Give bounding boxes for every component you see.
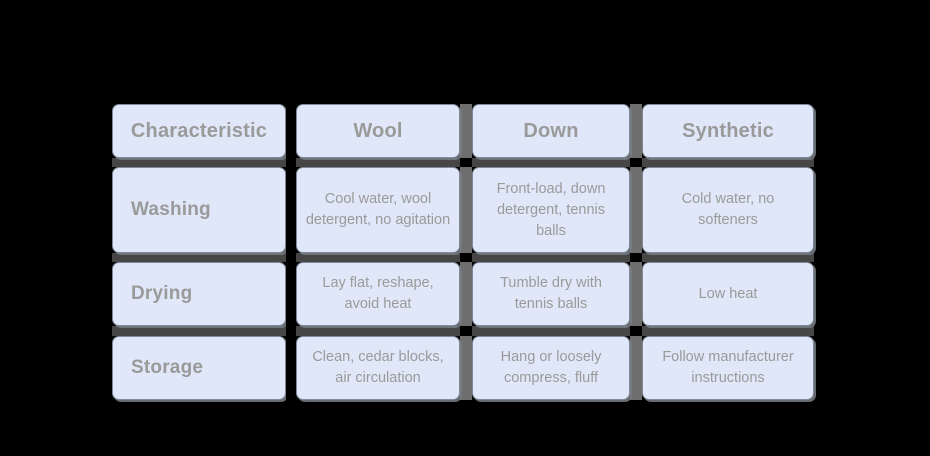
row-separator-2b	[296, 253, 460, 262]
cell-washing-down: Front-load, down detergent, tennis balls	[472, 167, 630, 253]
cell-drying-wool: Lay flat, reshape, avoid heat	[296, 262, 460, 326]
row-label-storage: Storage	[112, 336, 286, 400]
grid-joint-1a	[286, 158, 296, 167]
comparison-table: Characteristic Wool Down Synthetic Washi…	[112, 104, 818, 400]
row-separator-2c	[472, 253, 630, 262]
column-separator-3	[630, 104, 642, 158]
row-separator-1a	[112, 158, 286, 167]
cell-storage-wool: Clean, cedar blocks, air circulation	[296, 336, 460, 400]
row-separator-3d	[642, 326, 814, 336]
cell-text: Follow manufacturer instructions	[662, 349, 794, 386]
row-separator-2a	[112, 253, 286, 262]
cell-washing-wool: Cool water, wool detergent, no agitation	[296, 167, 460, 253]
column-separator-3	[630, 167, 642, 253]
cell-text: Cool water, wool detergent, no agitation	[305, 191, 451, 228]
column-separator-2	[460, 336, 472, 400]
table-header-synthetic: Synthetic	[642, 104, 814, 158]
grid-joint-3a	[286, 326, 296, 336]
cell-storage-down: Hang or loosely compress, fluff	[472, 336, 630, 400]
cell-drying-down: Tumble dry with tennis balls	[472, 262, 630, 326]
column-separator-2	[460, 262, 472, 326]
grid-joint-3c	[630, 326, 642, 336]
column-separator-3	[630, 262, 642, 326]
cell-text: Low heat	[698, 285, 758, 302]
grid-joint-1c	[630, 158, 642, 167]
column-separator-3	[630, 336, 642, 400]
cell-text: Hang or loosely compress, fluff	[500, 349, 602, 386]
grid-joint-2c	[630, 253, 642, 262]
cell-text: Front-load, down detergent, tennis balls	[496, 180, 606, 239]
cell-storage-synthetic: Follow manufacturer instructions	[642, 336, 814, 400]
row-label-drying: Drying	[112, 262, 286, 326]
row-separator-3c	[472, 326, 630, 336]
cell-text: Clean, cedar blocks, air circulation	[312, 349, 444, 386]
row-label-washing: Washing	[112, 167, 286, 253]
grid-joint-3b	[460, 326, 472, 336]
grid-joint-2b	[460, 253, 472, 262]
row-separator-3b	[296, 326, 460, 336]
table-grid: Characteristic Wool Down Synthetic Washi…	[112, 104, 818, 400]
row-separator-2d	[642, 253, 814, 262]
row-separator-1d	[642, 158, 814, 167]
table-header-down: Down	[472, 104, 630, 158]
cell-text: Cold water, no softeners	[681, 191, 775, 228]
grid-joint-2a	[286, 253, 296, 262]
column-separator-1	[286, 104, 296, 158]
cell-text: Tumble dry with tennis balls	[500, 275, 602, 312]
column-separator-2	[460, 104, 472, 158]
table-header-characteristic: Characteristic	[112, 104, 286, 158]
cell-drying-synthetic: Low heat	[642, 262, 814, 326]
column-separator-2	[460, 167, 472, 253]
column-separator-1	[286, 336, 296, 400]
cell-washing-synthetic: Cold water, no softeners	[642, 167, 814, 253]
row-separator-3a	[112, 326, 286, 336]
column-separator-1	[286, 167, 296, 253]
row-separator-1b	[296, 158, 460, 167]
grid-joint-1b	[460, 158, 472, 167]
table-header-wool: Wool	[296, 104, 460, 158]
cell-text: Lay flat, reshape, avoid heat	[322, 275, 434, 312]
column-separator-1	[286, 262, 296, 326]
row-separator-1c	[472, 158, 630, 167]
